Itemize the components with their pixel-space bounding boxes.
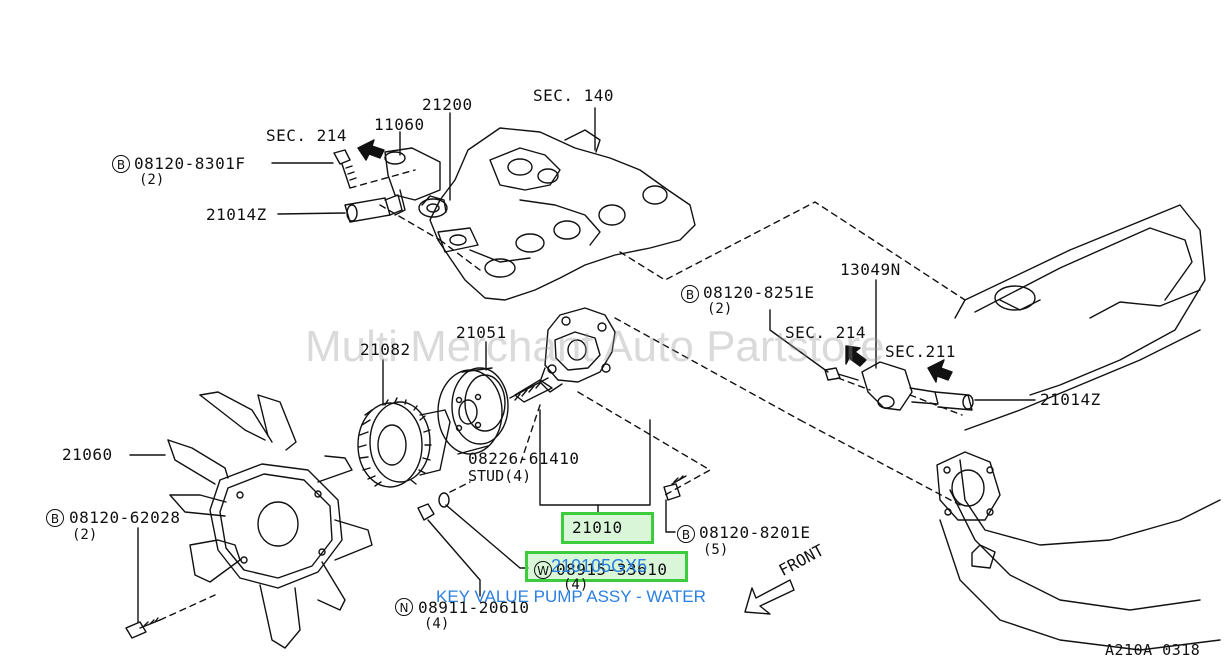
stud bbox=[509, 377, 549, 399]
key-value-description: KEY VALUE PUMP ASSY - WATER bbox=[436, 587, 706, 606]
watermark: Multi Merchant Auto Partstore bbox=[305, 322, 885, 371]
label-21200: 21200 bbox=[422, 95, 473, 114]
cooling-fan bbox=[167, 391, 373, 649]
highlight-box-overlay[interactable] bbox=[525, 551, 688, 582]
arrow-sec214-right bbox=[845, 345, 867, 367]
dashed-leaders-upper bbox=[349, 169, 966, 301]
qty-5: (5) bbox=[703, 542, 729, 558]
label-11060: 11060 bbox=[374, 115, 425, 134]
label-21060: 21060 bbox=[62, 445, 113, 464]
label-08226-61410: 08226-61410 bbox=[468, 449, 580, 468]
highlight-box-part[interactable] bbox=[561, 512, 654, 544]
qty-4-b: (4) bbox=[424, 616, 450, 632]
circle-w-icon: W bbox=[534, 561, 552, 579]
arrow-sec211 bbox=[927, 359, 953, 383]
label-21082: 21082 bbox=[360, 340, 411, 359]
dashed-leaders-right bbox=[837, 377, 963, 416]
qty-2-c: (2) bbox=[72, 527, 98, 543]
diagram-code: A210A 0318 bbox=[1105, 641, 1201, 659]
pulley bbox=[437, 367, 509, 455]
label-sec214-right: SEC. 214 bbox=[785, 323, 867, 342]
label-08915-33610: 08915-33610 bbox=[556, 560, 668, 579]
circle-n-icon: N bbox=[395, 598, 413, 616]
front-arrow bbox=[744, 579, 795, 615]
overlay-part-number[interactable]: 210105GX5 bbox=[551, 556, 648, 576]
label-21014z-right: 21014Z bbox=[1040, 390, 1101, 409]
label-sec140: SEC. 140 bbox=[533, 86, 615, 105]
label-08120-8251e: 08120-8251E bbox=[703, 283, 815, 302]
engine-block bbox=[936, 204, 1221, 651]
bolt-fan bbox=[125, 621, 147, 639]
circle-b-icon: B bbox=[677, 525, 695, 543]
label-21051: 21051 bbox=[456, 323, 507, 342]
part-number-21010[interactable]: 21010 bbox=[572, 518, 623, 537]
temp-sensor-top bbox=[344, 194, 403, 223]
thermostat-housing bbox=[384, 147, 448, 218]
label-sec211: SEC.211 bbox=[885, 342, 956, 361]
circle-b-icon: B bbox=[46, 509, 64, 527]
fan-coupling bbox=[357, 397, 451, 488]
qty-2-a: (2) bbox=[139, 172, 165, 188]
water-pump bbox=[514, 307, 616, 403]
circle-b-icon: B bbox=[112, 155, 130, 173]
label-stud: STUD(4) bbox=[468, 467, 532, 485]
label-08120-8301f: 08120-8301F bbox=[134, 154, 246, 173]
label-sec214-top: SEC. 214 bbox=[266, 126, 348, 145]
label-08911-20610: 08911-20610 bbox=[418, 598, 530, 617]
label-08120-62028: 08120-62028 bbox=[69, 508, 181, 527]
water-outlet-right bbox=[824, 361, 974, 411]
bolt-pump bbox=[663, 483, 681, 501]
qty-4-a: (4) bbox=[563, 577, 589, 593]
label-21014z-top: 21014Z bbox=[206, 205, 267, 224]
label-13049n: 13049N bbox=[840, 260, 901, 279]
arrow-sec214-top bbox=[357, 139, 385, 161]
label-08120-8201e: 08120-8201E bbox=[699, 523, 811, 542]
bolt-top bbox=[333, 149, 357, 189]
intake-manifold bbox=[429, 127, 696, 301]
nut bbox=[417, 503, 435, 521]
qty-2-b: (2) bbox=[707, 301, 733, 317]
circle-b-icon: B bbox=[681, 285, 699, 303]
washer bbox=[438, 492, 450, 508]
leader-lines bbox=[129, 107, 1036, 623]
